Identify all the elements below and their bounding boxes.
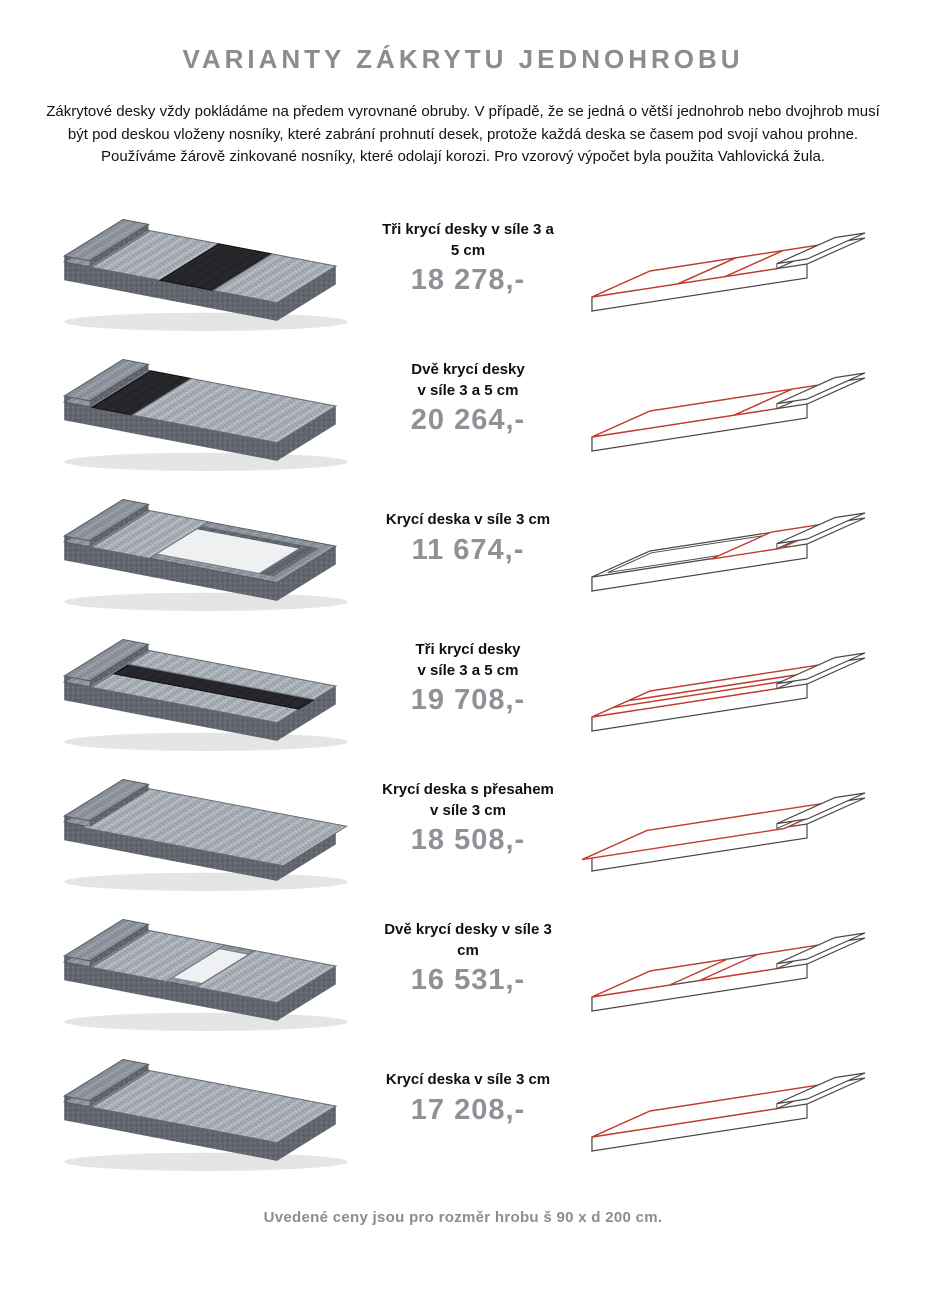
variant-caption-3: Krycí deska v síle 3 cm 11 674,- (376, 510, 560, 566)
variant-price: 16 531,- (410, 963, 526, 996)
granite-render-icon (36, 883, 348, 1031)
variant-price: 11 674,- (411, 533, 525, 566)
variant-price: 17 208,- (410, 1093, 526, 1126)
granite-render-icon (36, 1023, 348, 1171)
variant-row-4: Tři krycí desky v síle 3 a 5 cm 19 708,- (0, 603, 926, 751)
variant-caption-5: Krycí deska s přesahem v síle 3 cm 18 50… (376, 780, 560, 857)
wireframe-drawing-icon (575, 889, 885, 1012)
variant-list: Tři krycí desky v síle 3 a 5 cm 18 278,- (0, 183, 926, 1171)
variant-label: Tři krycí desky v síle 3 a 5 cm (415, 641, 521, 679)
wireframe-diagram-2 (570, 329, 890, 469)
granite-photo-2 (36, 323, 366, 475)
variant-label: Krycí deska v síle 3 cm (385, 511, 551, 529)
granite-photo-4 (36, 603, 366, 755)
wireframe-drawing-icon (575, 329, 885, 452)
variant-price: 19 708,- (410, 683, 526, 716)
granite-render-icon (36, 603, 348, 751)
variant-price: 18 278,- (410, 263, 526, 296)
granite-render-icon (36, 323, 348, 471)
page-title: VARIANTY ZÁKRYTU JEDNOHROBU (182, 44, 744, 74)
variant-row-6: Dvě krycí desky v síle 3 cm 16 531,- (0, 883, 926, 1031)
wireframe-diagram-1 (570, 189, 890, 329)
variant-row-5: Krycí deska s přesahem v síle 3 cm 18 50… (0, 743, 926, 891)
granite-photo-1 (36, 183, 366, 335)
wireframe-diagram-7 (570, 1029, 890, 1169)
wireframe-diagram-3 (570, 469, 890, 609)
wireframe-drawing-icon (575, 469, 885, 592)
granite-photo-5 (36, 743, 366, 895)
wireframe-diagram-4 (570, 609, 890, 749)
variant-label: Tři krycí desky v síle 3 a 5 cm (382, 221, 554, 259)
intro-paragraph: Zákrytové desky vždy pokládáme na předem… (46, 103, 880, 165)
wireframe-drawing-icon (575, 1029, 885, 1152)
variant-price: 18 508,- (410, 823, 526, 856)
variant-price: 20 264,- (410, 403, 526, 436)
variant-row-2: Dvě krycí desky v síle 3 a 5 cm 20 264,- (0, 323, 926, 471)
granite-photo-6 (36, 883, 366, 1035)
granite-render-icon (36, 183, 348, 331)
wireframe-diagram-5 (570, 749, 890, 889)
variant-row-1: Tři krycí desky v síle 3 a 5 cm 18 278,- (0, 183, 926, 331)
variant-caption-4: Tři krycí desky v síle 3 a 5 cm 19 708,- (376, 640, 560, 717)
granite-render-icon (36, 743, 366, 891)
variant-label: Dvě krycí desky v síle 3 a 5 cm (411, 361, 525, 399)
variant-caption-2: Dvě krycí desky v síle 3 a 5 cm 20 264,- (376, 360, 560, 437)
wireframe-drawing-icon (575, 609, 885, 732)
variant-row-7: Krycí deska v síle 3 cm 17 208,- (0, 1023, 926, 1171)
wireframe-diagram-6 (570, 889, 890, 1029)
granite-photo-7 (36, 1023, 366, 1175)
variant-caption-6: Dvě krycí desky v síle 3 cm 16 531,- (376, 920, 560, 997)
wireframe-drawing-icon (575, 189, 885, 312)
variant-label: Krycí deska v síle 3 cm (385, 1071, 551, 1089)
variant-row-3: Krycí deska v síle 3 cm 11 674,- (0, 463, 926, 611)
granite-photo-3 (36, 463, 366, 615)
footer-note: Uvedené ceny jsou pro rozměr hrobu š 90 … (263, 1208, 663, 1226)
variant-caption-7: Krycí deska v síle 3 cm 17 208,- (376, 1070, 560, 1126)
wireframe-drawing-icon (575, 749, 885, 872)
granite-render-icon (36, 463, 348, 611)
variant-label: Dvě krycí desky v síle 3 cm (384, 921, 552, 959)
variant-label: Krycí deska s přesahem v síle 3 cm (382, 781, 554, 819)
variant-caption-1: Tři krycí desky v síle 3 a 5 cm 18 278,- (376, 220, 560, 297)
